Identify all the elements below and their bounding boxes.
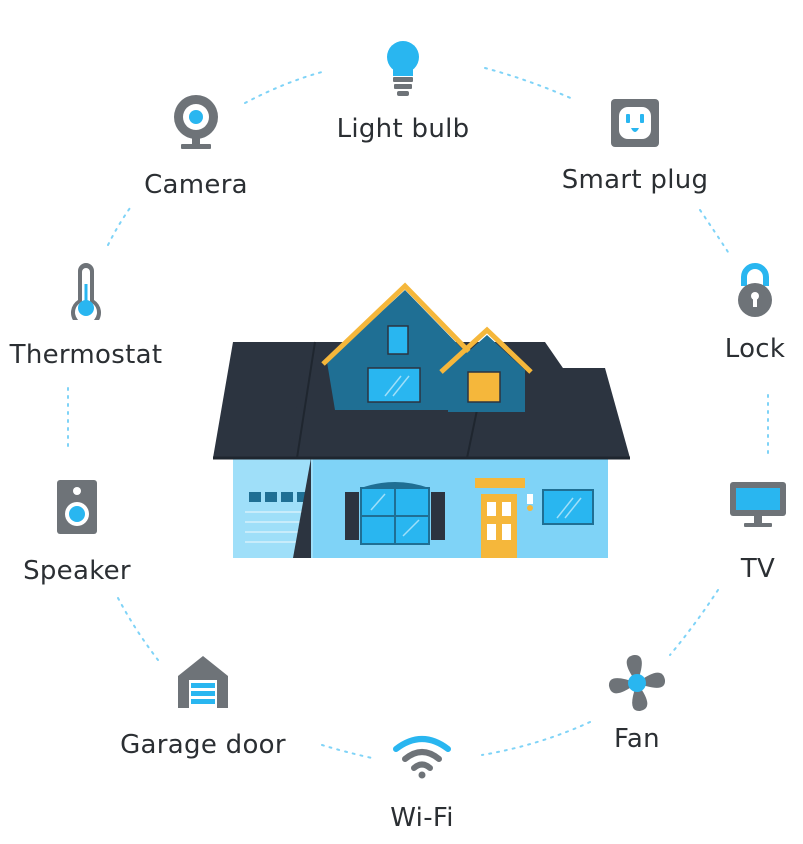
device-wifi: Wi-Fi [372,733,472,831]
device-garage-door: Garage door [110,654,296,758]
device-label: Garage door [120,730,286,760]
device-tv: TV [713,480,803,582]
device-label: Smart plug [561,165,709,195]
device-lock: Lock [715,262,795,362]
device-camera: Camera [126,92,266,198]
device-label: Light bulb [336,114,470,144]
camera-icon [174,95,218,149]
device-speaker: Speaker [14,478,140,584]
tv-icon [730,482,786,527]
smart-plug-icon [611,99,659,147]
fan-icon [608,654,666,712]
device-label: TV [740,554,776,584]
lock-icon [738,263,772,317]
device-label: Fan [614,724,660,754]
device-label: Camera [144,170,248,200]
device-label: Thermostat [9,340,163,370]
device-label: Lock [724,334,786,364]
device-smart-plug: Smart plug [545,97,725,193]
left-roof [213,342,320,458]
wifi-icon [393,736,451,779]
device-light-bulb: Light bulb [323,40,483,142]
speaker-icon [57,480,97,534]
house-illustration [213,282,630,558]
thermometer-icon [71,263,101,320]
light-bulb-icon [387,41,419,96]
device-thermostat: Thermostat [4,262,168,368]
device-label: Wi-Fi [390,803,454,833]
garage-door-icon [178,656,228,708]
device-fan: Fan [595,652,679,752]
device-label: Speaker [23,556,131,586]
